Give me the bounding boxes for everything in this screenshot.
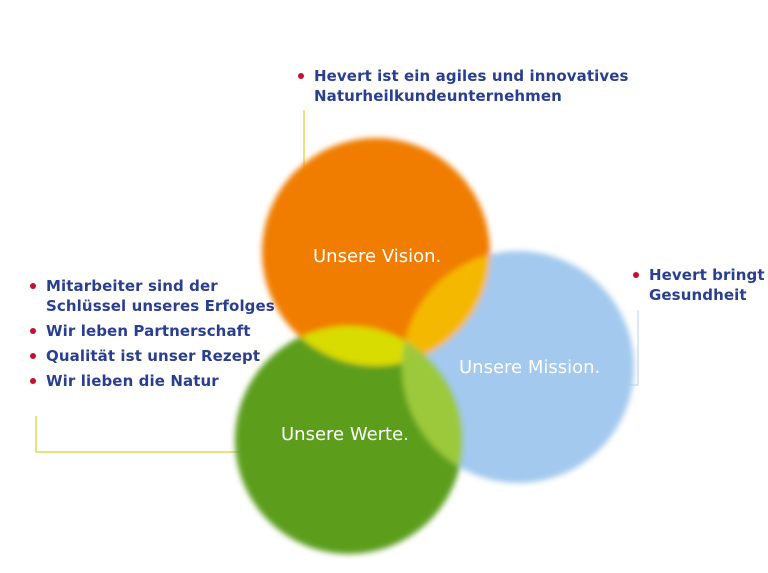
note-line: Mitarbeiter sind der: [46, 277, 218, 295]
werte-note-item: Qualität ist unser Rezept: [29, 346, 275, 366]
werte-label: Unsere Werte.: [281, 424, 409, 445]
werte-note-item: Wir leben Partnerschaft: [29, 321, 275, 341]
note-line: Hevert bringt: [649, 266, 765, 284]
werte-note: Mitarbeiter sind der Schlüssel unseres E…: [29, 276, 275, 396]
mission-werte-overlap: [402, 326, 463, 483]
note-line: Wir lieben die Natur: [46, 372, 219, 390]
note-line: Gesundheit: [649, 286, 747, 304]
vision-note: Hevert ist ein agiles und innovatives Na…: [297, 66, 629, 111]
note-line: Naturheilkundeunternehmen: [314, 87, 562, 105]
note-line: Wir leben Partnerschaft: [46, 322, 251, 340]
vision-mission-overlap: [402, 251, 490, 366]
mission-note-item: Hevert bringt Gesundheit: [632, 265, 765, 305]
note-line: Schlüssel unseres Erfolges: [46, 297, 275, 315]
mission-note: Hevert bringt Gesundheit: [632, 265, 765, 310]
mission-label: Unsere Mission.: [459, 357, 601, 378]
werte-note-item: Wir lieben die Natur: [29, 371, 275, 391]
vision-label: Unsere Vision.: [313, 246, 442, 267]
vision-note-item: Hevert ist ein agiles und innovatives Na…: [297, 66, 629, 106]
note-line: Qualität ist unser Rezept: [46, 347, 261, 365]
werte-note-item: Mitarbeiter sind der Schlüssel unseres E…: [29, 276, 275, 316]
note-line: Hevert ist ein agiles und innovatives: [314, 67, 629, 85]
